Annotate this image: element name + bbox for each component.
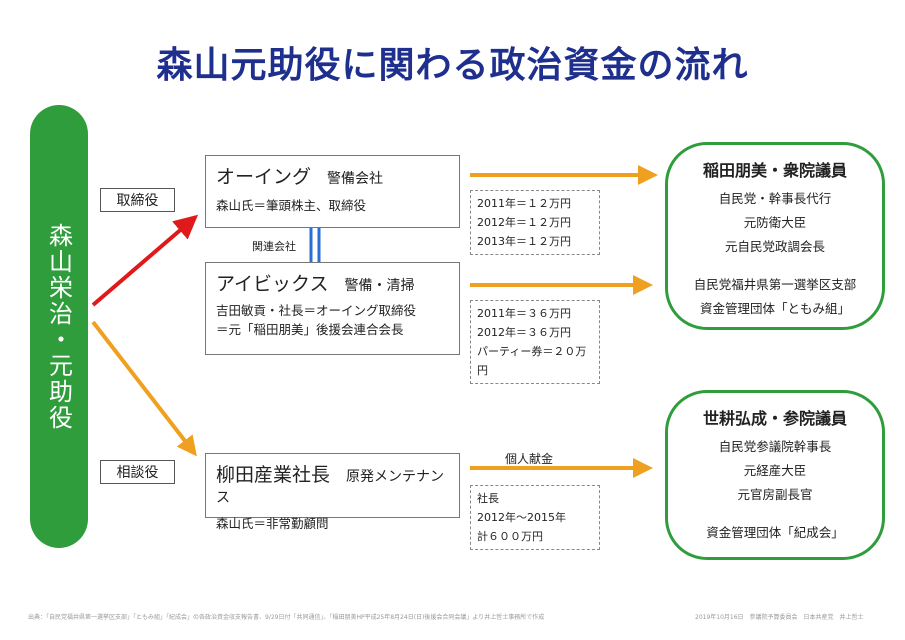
company-note: ＝元「稲田朋美」後援会連合会長 [216, 321, 404, 337]
politician-line: 資金管理団体「紀成会」 [706, 525, 844, 540]
politician-name: 世耕弘成・参院議員 [702, 409, 847, 428]
orange-arrow-advisor [91, 320, 197, 457]
person-pill: 森山栄治・元助役 [30, 105, 88, 548]
footer-source: 出典：「自民党福井県第一選挙区支部」「ともみ組」「紀成会」の各政治資金収支報告書… [28, 614, 545, 621]
politician-line: 自民党・幹事長代行 [718, 191, 832, 206]
payment-line: 計６００万円 [477, 530, 543, 543]
company-type: 原発メンテナンス [216, 469, 445, 506]
role-director: 取締役 [100, 188, 175, 212]
role-advisor: 相談役 [100, 460, 175, 484]
politician-line: 元自民党政調会長 [724, 239, 825, 254]
politician-line: 自民党福井県第一選挙区支部 [693, 277, 857, 292]
company-name: アイビックス [216, 273, 329, 295]
company-box-yanagita: 柳田産業社長原発メンテナンス 森山氏＝非常勤顧問 [205, 453, 460, 531]
payment-box-3: 社長 2012年～2015年計６００万円 [470, 485, 600, 550]
page-title: 森山元助役に関わる政治資金の流れ [156, 45, 749, 86]
company-type: 警備・清掃 [344, 278, 415, 294]
politician-line: 元経産大臣 [743, 463, 807, 478]
politician-line: 自民党参議院幹事長 [718, 439, 832, 454]
company-note: 森山氏＝筆頭株主、取締役 [216, 198, 367, 213]
politician-name: 稲田朋美・衆院議員 [702, 161, 847, 180]
company-note: 森山氏＝非常勤顧問 [216, 516, 329, 531]
payment-line: 社長 [477, 492, 499, 505]
footer-credit: 2019年10月16日 参議院予算委員会 日本共産党 井上哲士 [695, 614, 864, 621]
payment-line: 2012年～2015年 [477, 511, 566, 524]
politician-box-inada: 稲田朋美・衆院議員 自民党・幹事長代行 元防衛大臣 元自民党政調会長 自民党福井… [665, 142, 885, 330]
politician-line: 元官房副長官 [737, 487, 813, 502]
politician-line: 資金管理団体「ともみ組」 [699, 301, 850, 316]
politician-box-seko: 世耕弘成・参院議員 自民党参議院幹事長 元経産大臣 元官房副長官 資金管理団体「… [665, 390, 885, 560]
donation-label: 個人献金 [505, 452, 554, 466]
politician-line: 元防衛大臣 [743, 215, 807, 230]
payment-line: 2012年＝３６万円 [477, 326, 571, 339]
red-arrow [91, 214, 199, 307]
payment-line: 2012年＝１２万円 [477, 216, 571, 229]
company-box-owing: オーイング警備会社 森山氏＝筆頭株主、取締役 [205, 155, 460, 228]
payment-box-1: 2011年＝１２万円 2012年＝１２万円 2013年＝１２万円 [470, 190, 600, 255]
related-label: 関連会社 [252, 240, 296, 253]
company-name: オーイング [216, 166, 312, 188]
payment-line: 2011年＝１２万円 [477, 197, 571, 210]
person-name: 森山栄治・元助役 [44, 222, 73, 431]
payment-line: 2013年＝１２万円 [477, 235, 571, 248]
company-type: 警備会社 [327, 171, 384, 187]
company-note: 吉田敏貢・社長＝オーイング取締役 [216, 303, 417, 318]
payment-line: 2011年＝３６万円 [477, 307, 571, 320]
company-name: 柳田産業社長 [216, 464, 331, 486]
company-box-ibix: アイビックス警備・清掃 吉田敏貢・社長＝オーイング取締役 ＝元「稲田朋美」後援会連… [205, 262, 460, 355]
payment-box-2: 2011年＝３６万円 2012年＝３６万円パーティー券＝２０万円 [470, 300, 600, 384]
payment-line: パーティー券＝２０万円 [477, 345, 587, 377]
